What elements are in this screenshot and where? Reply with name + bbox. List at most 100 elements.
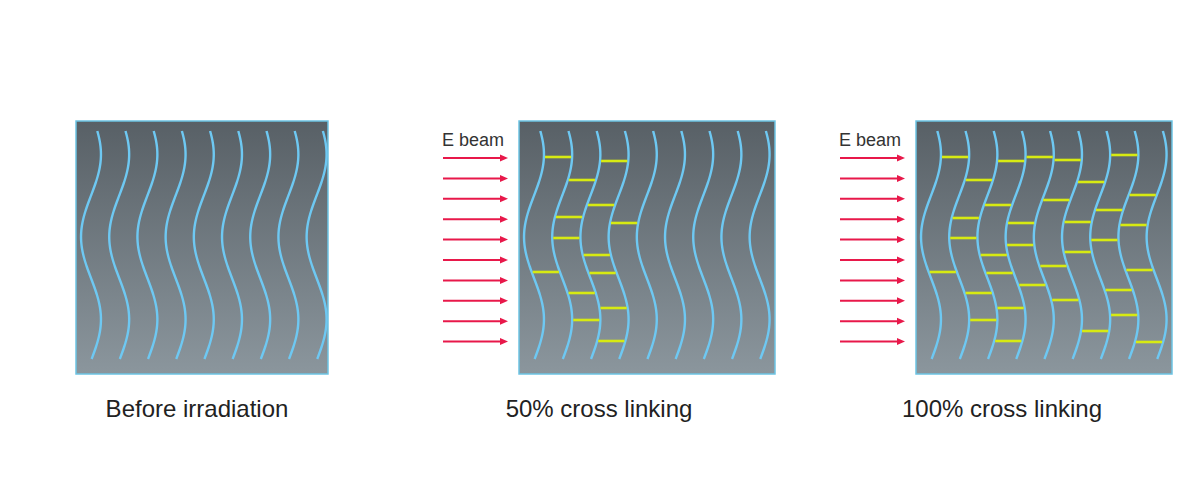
polymer-chain (609, 131, 629, 359)
polymer-chain (81, 131, 101, 359)
cross-link (556, 216, 582, 219)
cross-link (1111, 154, 1137, 157)
panel (76, 121, 328, 374)
beam-label: E beam (839, 131, 901, 149)
beam-arrow (443, 239, 502, 241)
beam-arrow (443, 279, 502, 281)
cross-link (1027, 156, 1053, 159)
polymer-chain (222, 131, 242, 359)
beam-arrowhead (897, 338, 905, 345)
cross-link (953, 217, 979, 220)
beam-arrowhead (897, 236, 905, 243)
polymer-chain (524, 131, 544, 359)
beam-arrow (840, 259, 899, 261)
cross-link (1136, 341, 1162, 344)
beam-arrowhead (897, 195, 905, 202)
beam-arrowhead (897, 318, 905, 325)
beam-arrow (443, 320, 502, 322)
beam-arrowhead (500, 216, 508, 223)
cross-link (986, 272, 1012, 275)
cross-link (1008, 222, 1034, 225)
cross-link (533, 271, 559, 274)
polymer-chain (194, 131, 214, 359)
polymer-chain (977, 131, 997, 359)
panel-caption: Before irradiation (106, 397, 289, 421)
polymer-chain (1118, 131, 1138, 359)
polymer-chain (552, 131, 572, 359)
cross-link (1040, 265, 1066, 268)
beam-arrow (840, 279, 899, 281)
polymer-chain (250, 131, 270, 359)
cross-link (1111, 314, 1137, 317)
cross-link (985, 204, 1011, 207)
polymer-chain (1090, 131, 1110, 359)
beam-arrowhead (897, 257, 905, 264)
polymer-chain (750, 131, 770, 359)
beam-arrowhead (897, 175, 905, 182)
cross-link (1052, 299, 1078, 302)
beam-label: E beam (442, 131, 504, 149)
beam-arrow (840, 157, 899, 159)
beam-arrow (443, 198, 502, 200)
cross-link (995, 340, 1021, 343)
beam-arrow (840, 300, 899, 302)
polymer-chain (1147, 131, 1167, 359)
polymer-chain (1062, 131, 1082, 359)
cross-link (942, 156, 968, 159)
beam-arrow (443, 259, 502, 261)
cross-link (1065, 221, 1091, 224)
polymer-chain (166, 131, 186, 359)
beam-arrowhead (897, 277, 905, 284)
cross-link (1065, 251, 1091, 254)
cross-link (998, 160, 1024, 163)
cross-link (930, 271, 956, 274)
cross-link (611, 222, 637, 225)
cross-link (1120, 224, 1146, 227)
beam-arrow (443, 177, 502, 179)
cross-link (997, 307, 1023, 310)
cross-link (588, 204, 614, 207)
cross-link (601, 160, 627, 163)
electron-beam (443, 155, 508, 346)
polymer-chain (637, 131, 657, 359)
cross-link (553, 237, 579, 240)
panel (519, 121, 775, 374)
polymer-chain (109, 131, 129, 359)
beam-arrow (443, 300, 502, 302)
panel-caption: 50% cross linking (506, 397, 693, 421)
cross-link (1082, 330, 1108, 333)
beam-arrowhead (897, 297, 905, 304)
panel-ground (916, 121, 1172, 374)
cross-link (1096, 209, 1122, 212)
electron-beam (840, 155, 905, 346)
cross-link (1055, 159, 1081, 162)
cross-link (981, 254, 1007, 257)
polymer-chain (693, 131, 713, 359)
polymer-chain (665, 131, 685, 359)
panel-caption: 100% cross linking (902, 397, 1102, 421)
cross-link (1091, 239, 1117, 242)
cross-link (1130, 194, 1156, 197)
cross-link (1007, 244, 1033, 247)
cross-link (1106, 289, 1132, 292)
beam-arrow (443, 218, 502, 220)
cross-link (569, 292, 595, 295)
panel-ground (76, 121, 328, 374)
cross-link (573, 319, 599, 322)
cross-link (1126, 269, 1152, 272)
cross-link (1078, 181, 1104, 184)
cross-link (1043, 199, 1069, 202)
cross-link (545, 156, 571, 159)
beam-arrowhead (500, 155, 508, 162)
polymer-chain (278, 131, 298, 359)
cross-link (569, 179, 595, 182)
panel-ground (519, 121, 775, 374)
cross-link (584, 254, 610, 257)
polymer-chain (721, 131, 741, 359)
beam-arrow (840, 341, 899, 343)
beam-arrow (840, 177, 899, 179)
polymer-chain (307, 131, 327, 359)
cross-link (600, 307, 626, 310)
